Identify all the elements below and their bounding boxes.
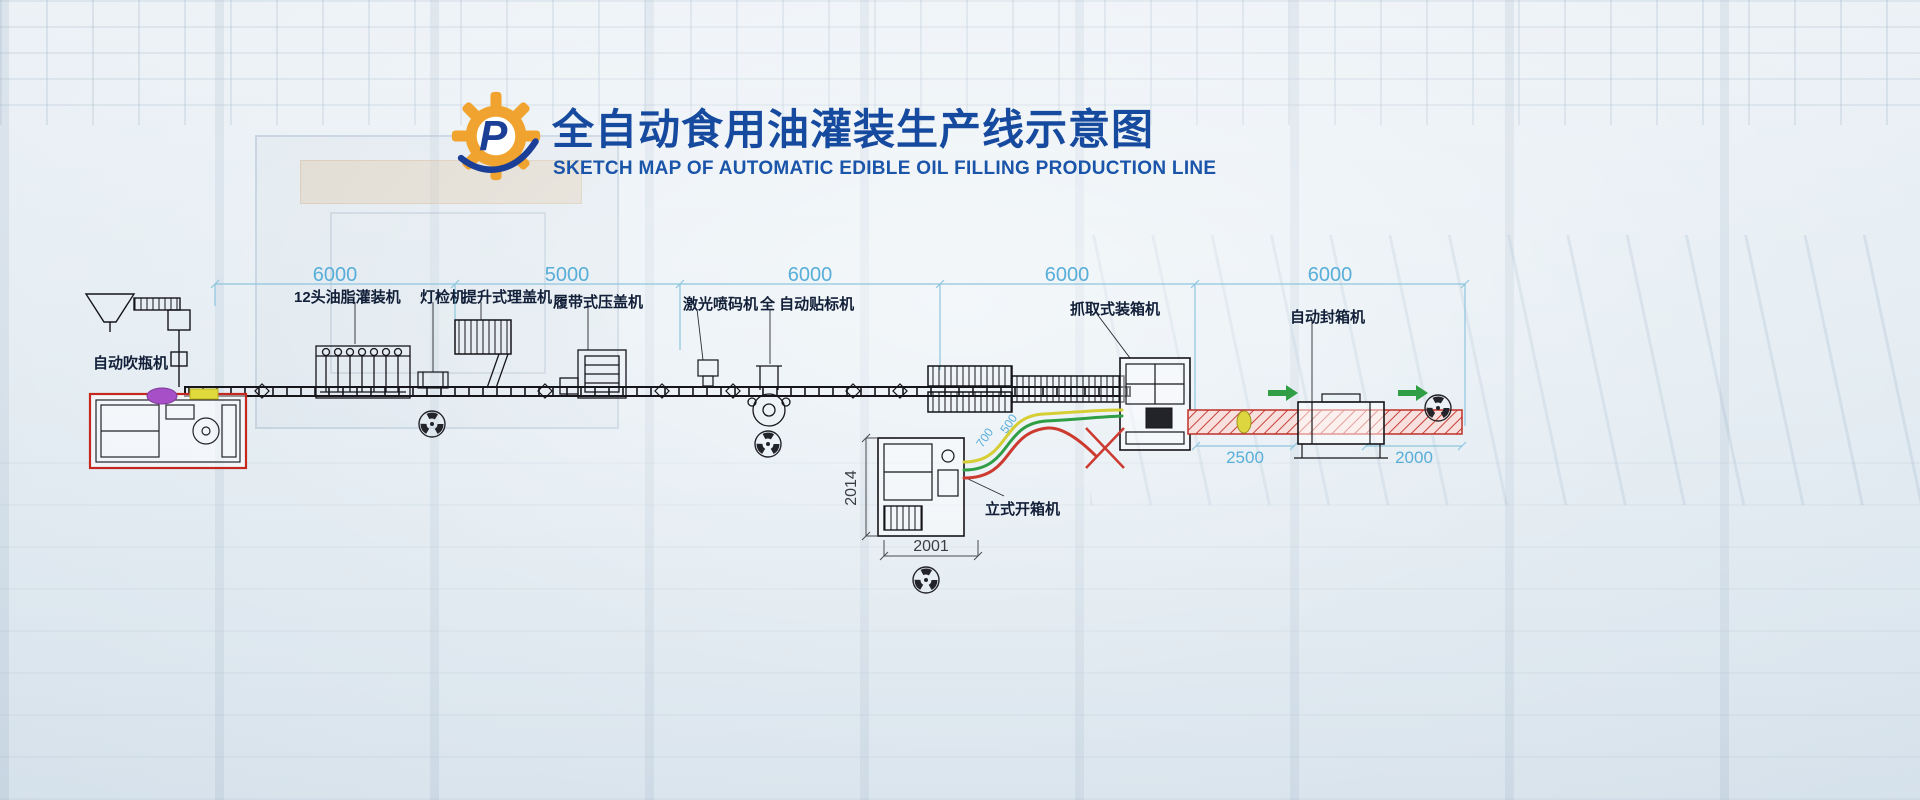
page-title-chinese: 全自动食用油灌装生产线示意图 — [552, 106, 1155, 153]
label-cap-arranger: 提升式理盖机 — [462, 289, 553, 306]
dim-label-2000: 2000 — [1395, 448, 1433, 467]
label-laser-coder: 激光喷码机 — [683, 296, 759, 313]
label-labeling-machine: 全 自动贴标机 — [760, 296, 855, 313]
label-case-sealer: 自动封箱机 — [1290, 309, 1366, 326]
logo-letter: P — [479, 113, 508, 160]
label-lamp-inspection: 灯检机 — [420, 289, 466, 306]
dim-label-1: 6000 — [312, 264, 358, 286]
dim-label-5: 6000 — [1307, 264, 1353, 286]
dim-label-2: 5000 — [544, 264, 590, 286]
label-case-opener: 立式开箱机 — [985, 501, 1061, 518]
dim-label-4: 6000 — [1044, 264, 1090, 286]
label-capping-machine: 履带式压盖机 — [553, 294, 644, 311]
company-logo: P — [451, 91, 541, 181]
logo-swoosh — [457, 138, 539, 173]
label-case-packer: 抓取式装箱机 — [1070, 301, 1161, 318]
dim-label-2500: 2500 — [1226, 448, 1264, 467]
label-filling-machine: 12头油脂灌装机 — [294, 289, 401, 306]
label-blow-machine: 自动吹瓶机 — [93, 355, 169, 372]
dim-label-3: 6000 — [787, 264, 833, 286]
page-title-english: SKETCH MAP OF AUTOMATIC EDIBLE OIL FILLI… — [553, 158, 1217, 179]
